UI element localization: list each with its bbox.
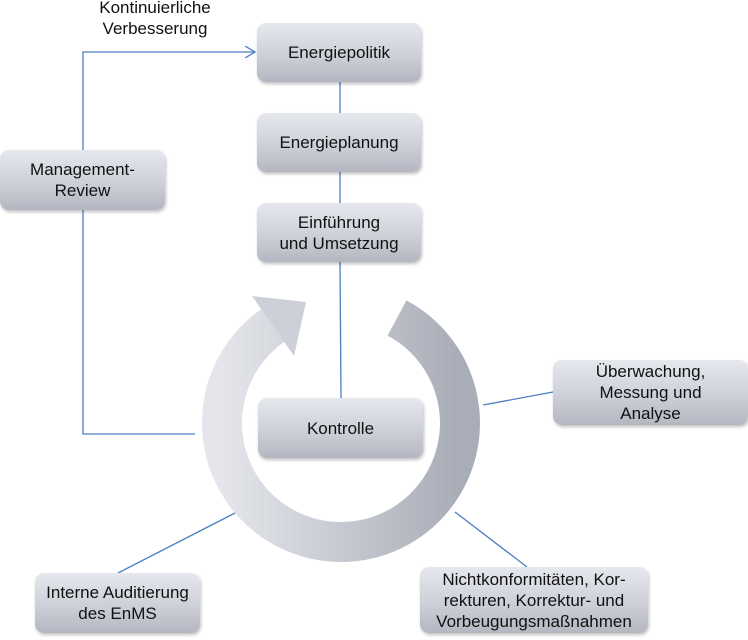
connector-implementation-control (339, 261, 342, 399)
box-implementation: Einführung und Umsetzung (257, 203, 421, 262)
cycle-arrow (202, 296, 480, 562)
review-connector (82, 210, 195, 435)
box-management-review: Management- Review (0, 150, 165, 210)
improvement-connector (82, 52, 255, 150)
connector-audit (117, 512, 236, 574)
connector-monitoring (482, 391, 554, 406)
box-internal-audit: Interne Auditierung des EnMS (35, 573, 200, 633)
box-control: Kontrolle (258, 398, 423, 458)
connector-nonconformity (454, 511, 528, 568)
box-nonconformity: Nichtkonformitäten, Kor- rekturen, Korre… (420, 567, 648, 633)
box-energy-policy: Energiepolitik (257, 23, 421, 82)
box-energy-planning: Energieplanung (257, 113, 421, 172)
box-monitoring: Überwachung, Messung und Analyse (553, 360, 748, 425)
continuous-improvement-label: Kontinuierliche Verbesserung (99, 0, 211, 38)
